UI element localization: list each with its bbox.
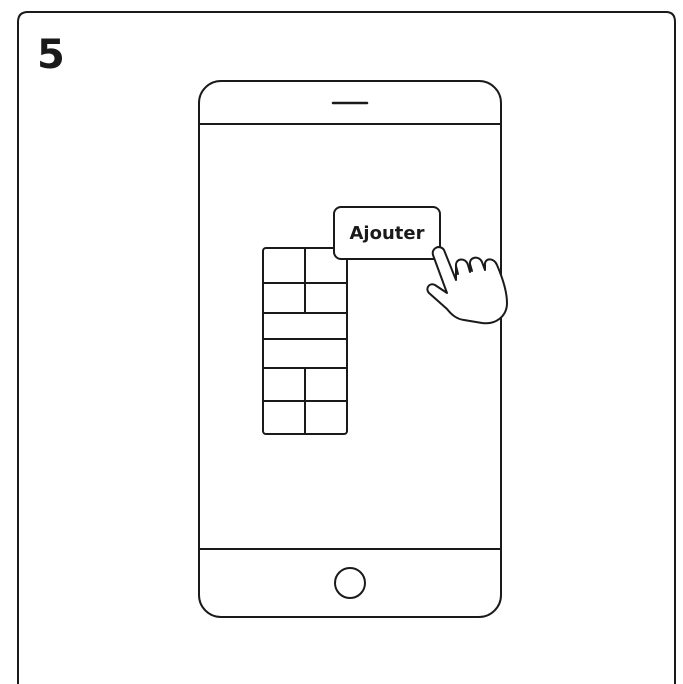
phone-body — [198, 80, 502, 618]
panel-border — [17, 11, 676, 684]
add-button[interactable]: Ajouter — [349, 222, 425, 244]
smartphone — [198, 80, 502, 618]
add-button-outline[interactable] — [333, 206, 441, 260]
pointing-hand-icon — [426, 246, 508, 325]
step-number: 5 — [37, 32, 65, 78]
module-grid — [262, 247, 348, 435]
home-button-icon[interactable] — [334, 567, 366, 599]
